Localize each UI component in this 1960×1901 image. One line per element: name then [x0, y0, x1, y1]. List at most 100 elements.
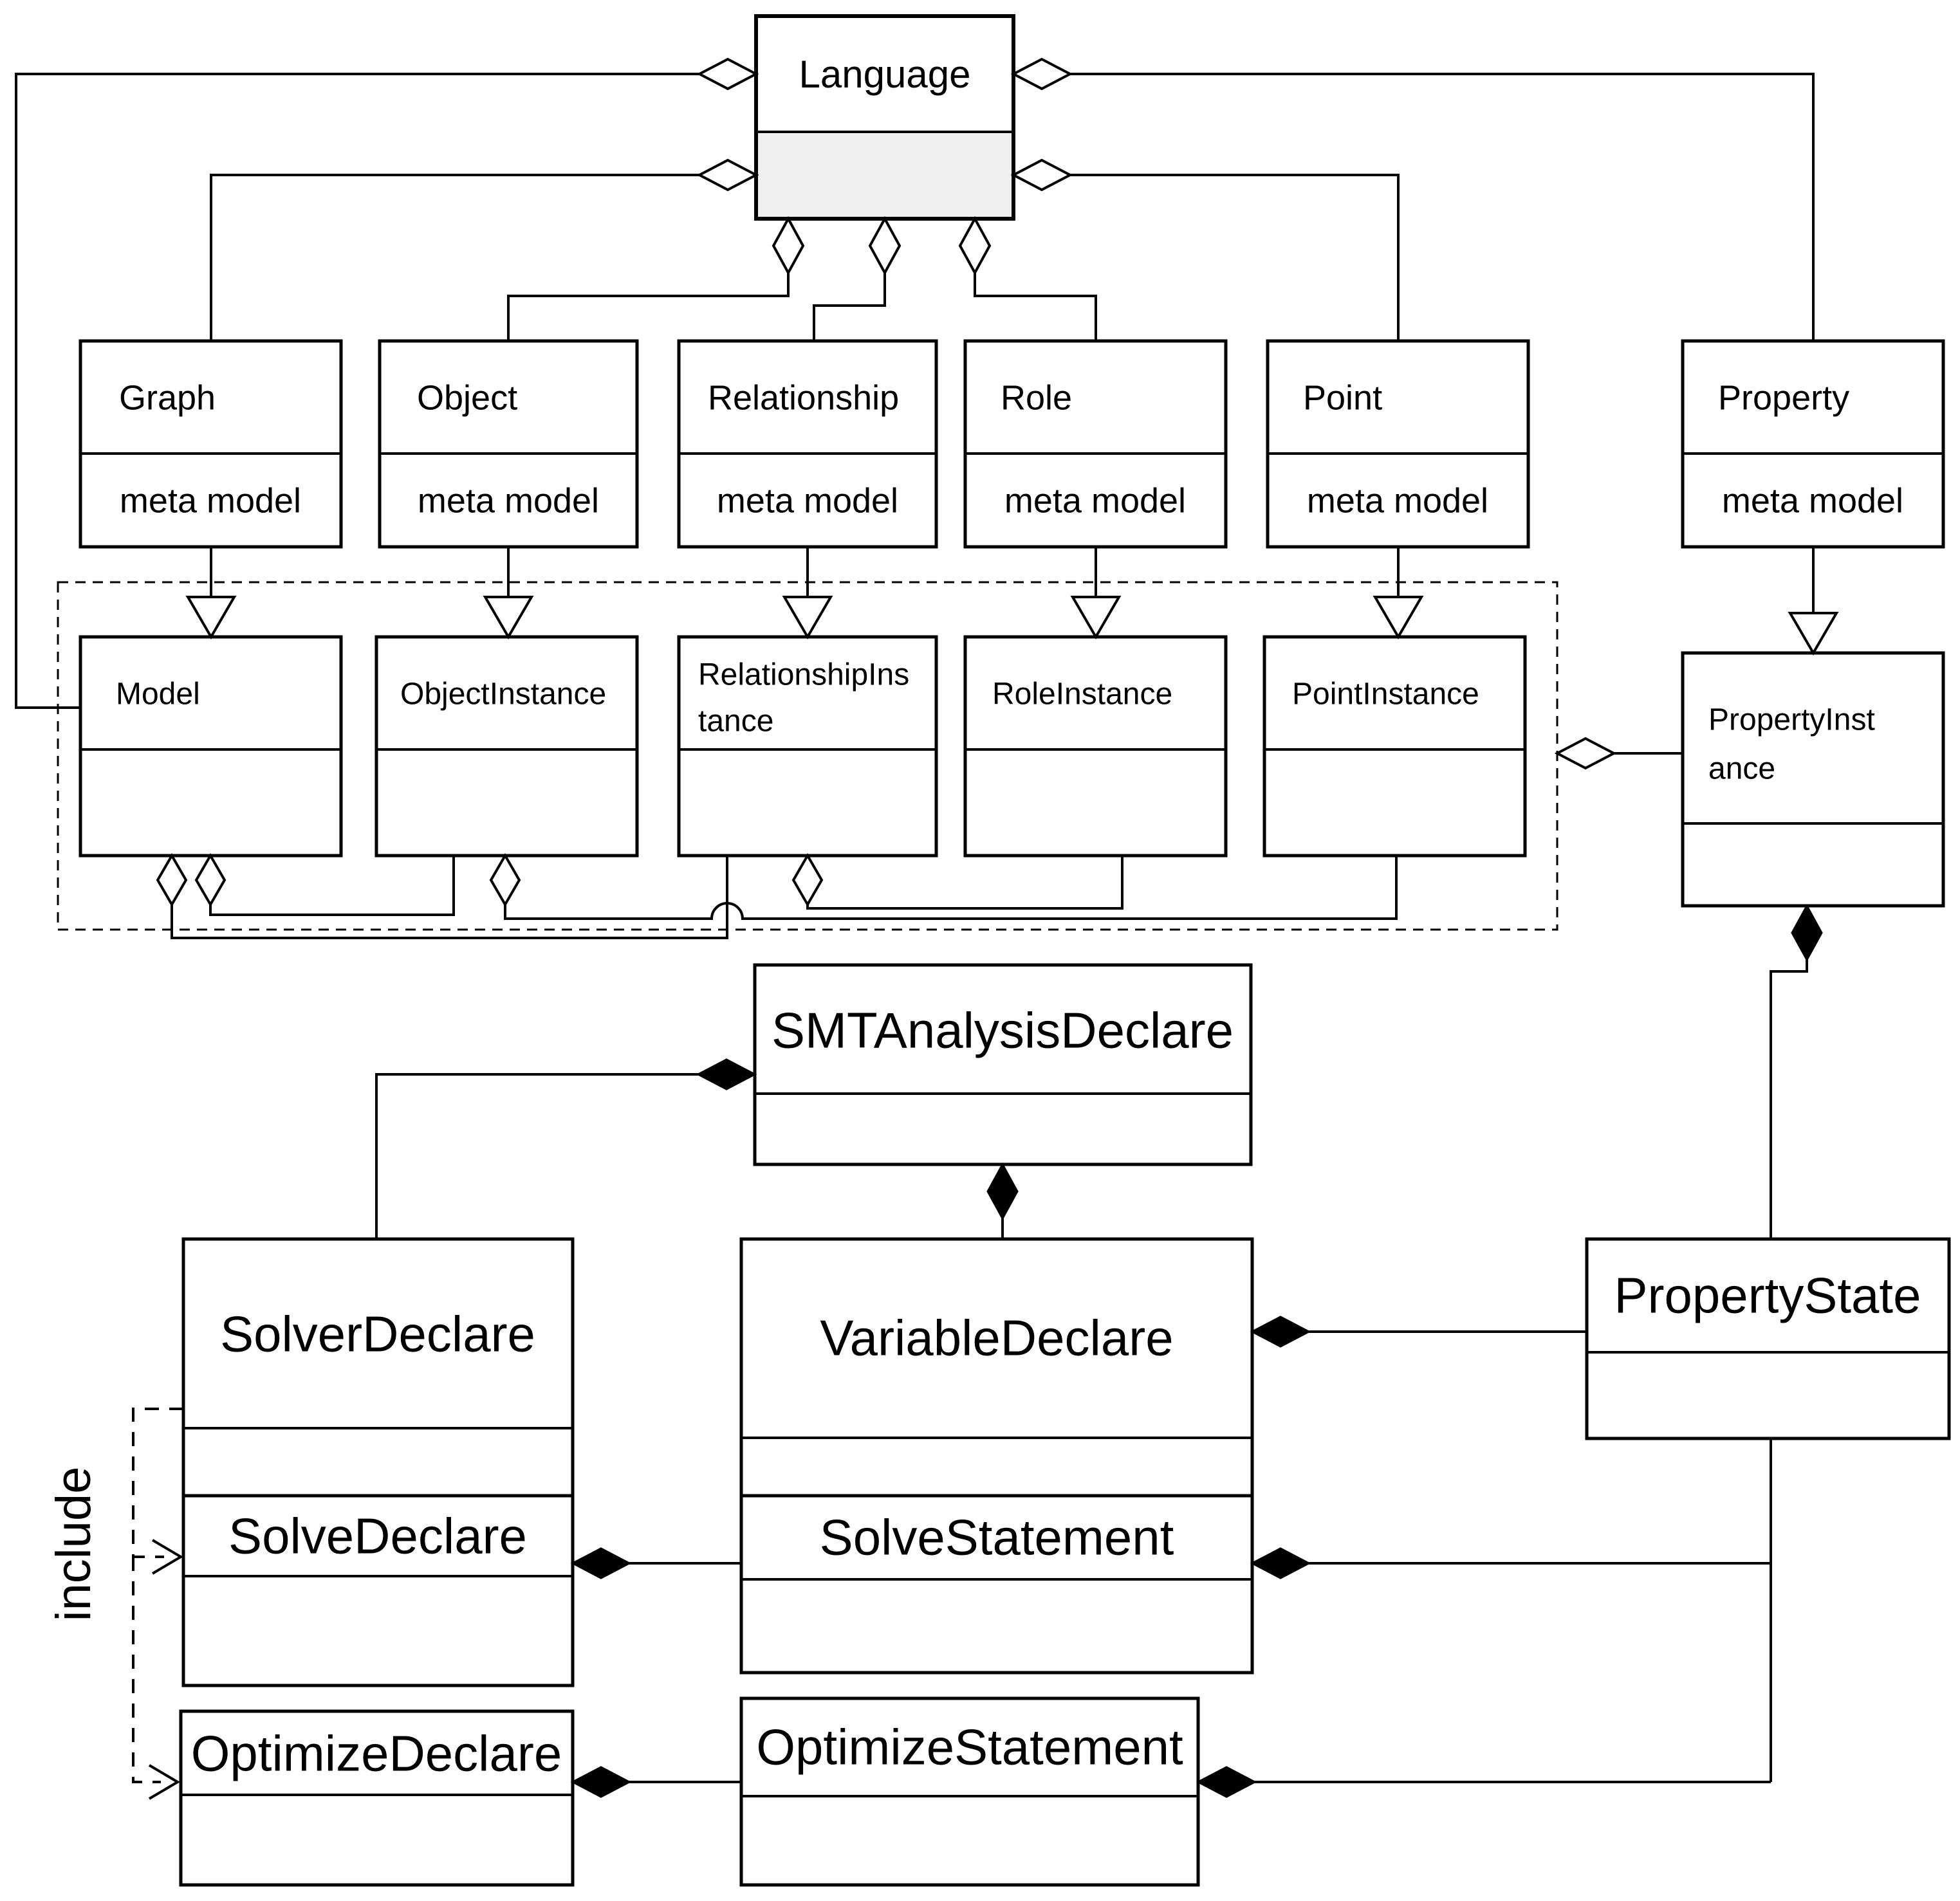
class-roleinstance: RoleInstance	[963, 635, 1228, 858]
composition-diamond-icon	[1250, 1316, 1311, 1348]
class-title: SolverDeclare	[220, 1306, 535, 1363]
class-box	[1266, 339, 1530, 549]
class-relationshipinstance: RelationshipIns tance	[677, 635, 938, 858]
class-propertystate: PropertyState	[1585, 1237, 1951, 1440]
aggregation-diamond-icon	[1010, 57, 1073, 91]
edge-language-property-aggregation	[1070, 73, 1815, 341]
class-language: Language	[754, 14, 1015, 221]
class-box	[677, 635, 938, 858]
edge-model-relationshipinstance-aggregation	[171, 856, 728, 939]
aggregation-diamond-icon	[156, 853, 188, 907]
class-title: PropertyState	[1614, 1267, 1921, 1324]
aggregation-diamond-icon	[194, 853, 227, 907]
class-title-line1: RelationshipIns	[698, 658, 909, 692]
class-box	[739, 1494, 1254, 1675]
aggregation-diamonds	[156, 57, 1617, 907]
aggregation-diamond-icon	[1554, 737, 1617, 770]
aggregation-diamond-icon	[696, 57, 759, 91]
aggregation-diamond-icon	[696, 158, 759, 192]
instantiation-arrow-icon	[1788, 612, 1839, 656]
class-title-line1: PropertyInst	[1708, 703, 1875, 737]
class-box	[753, 963, 1253, 1166]
edge-language-role-aggregation	[974, 273, 1097, 341]
compartment-label: meta model	[120, 481, 301, 520]
class-title: SolveStatement	[820, 1509, 1174, 1566]
class-title: OptimizeDeclare	[191, 1725, 562, 1782]
edge-language-model-aggregation	[15, 73, 699, 709]
language-attribute-compartment	[758, 134, 1012, 217]
class-title: RoleInstance	[992, 677, 1172, 712]
class-title-line2: tance	[698, 704, 773, 739]
class-optimizedeclare: OptimizeDeclare	[179, 1709, 575, 1887]
aggregation-diamond-icon	[868, 216, 901, 276]
class-title: Relationship	[708, 378, 899, 417]
class-title: SolveDeclare	[228, 1508, 527, 1565]
aggregation-diamond-icon	[958, 216, 992, 276]
include-arrow-icon	[151, 1539, 183, 1575]
class-optimizestatement: OptimizeStatement	[739, 1696, 1200, 1887]
class-title: Model	[116, 677, 200, 712]
class-box	[1681, 339, 1945, 549]
compartment-label: meta model	[1307, 481, 1488, 520]
class-box	[374, 635, 639, 858]
class-property: Property meta model	[1681, 339, 1945, 549]
instantiation-arrow-icon	[1373, 596, 1424, 639]
include-arrow-icon	[148, 1764, 180, 1800]
class-box	[79, 635, 343, 858]
class-point: Point meta model	[1266, 339, 1530, 549]
class-box	[739, 1696, 1200, 1887]
class-smtanalysisdeclare: SMTAnalysisDeclare	[753, 963, 1253, 1166]
edge-language-relationship-aggregation	[813, 273, 886, 341]
edge-model-objectinstance-aggregation	[209, 856, 455, 916]
aggregation-diamond-icon	[772, 216, 805, 276]
class-box	[677, 339, 938, 549]
class-solvedeclare: SolveDeclare	[181, 1494, 575, 1687]
class-title: Role	[1001, 378, 1072, 417]
instantiation-arrow-icon	[1070, 596, 1122, 639]
edge-language-graph-aggregation	[210, 174, 699, 341]
edge-solverdeclare-optimizedeclare-include	[132, 1557, 161, 1783]
compartment-label: meta model	[1722, 481, 1903, 520]
class-box	[378, 339, 639, 549]
class-propertyinstance: PropertyInst ance	[1681, 651, 1945, 908]
edge-objectinstance-pointinstance-aggregation	[504, 856, 1398, 920]
include-label: include	[46, 1467, 101, 1622]
class-title-line2: ance	[1708, 752, 1775, 786]
instantiation-arrow-icon	[483, 596, 534, 639]
include-dependencies: include	[46, 1408, 183, 1800]
compartment-label: meta model	[418, 481, 599, 520]
composition-diamond-icon	[1791, 903, 1823, 962]
edge-relationshipinstance-roleinstance-aggregation	[806, 856, 1123, 910]
composition-diamond-icon	[1196, 1766, 1257, 1798]
class-title: Property	[1718, 378, 1849, 417]
edge-solverdeclare-solvedeclare-include	[132, 1408, 183, 1558]
class-pointinstance: PointInstance	[1262, 635, 1527, 858]
class-role: Role meta model	[963, 339, 1228, 549]
class-solvestatement: SolveStatement	[739, 1494, 1254, 1675]
composition-diamond-icon	[696, 1058, 757, 1090]
class-title: SMTAnalysisDeclare	[772, 1002, 1234, 1059]
aggregation-diamond-icon	[489, 853, 521, 907]
edge-smtanalysisdeclare-solverdeclare-composition	[375, 1073, 698, 1239]
edge-propertyinstance-propertystate-composition	[1770, 960, 1808, 1239]
aggregation-diamond-icon	[1010, 158, 1073, 192]
class-title: PointInstance	[1292, 677, 1479, 712]
class-box	[963, 635, 1228, 858]
class-title: Object	[417, 378, 517, 417]
class-box	[1681, 651, 1945, 908]
class-title: Language	[799, 53, 971, 96]
class-object: Object meta model	[378, 339, 639, 549]
instantiation-arrows	[185, 596, 1839, 656]
class-title: Graph	[119, 378, 216, 417]
class-title: Point	[1303, 378, 1382, 417]
composition-diamond-icon	[570, 1766, 632, 1798]
compartment-label: meta model	[717, 481, 898, 520]
class-box	[179, 1709, 575, 1887]
edge-language-point-aggregation	[1070, 174, 1400, 341]
composition-diamond-icon	[1250, 1547, 1311, 1579]
class-box	[79, 339, 343, 549]
aggregation-diamond-icon	[791, 853, 824, 907]
class-box	[1262, 635, 1527, 858]
